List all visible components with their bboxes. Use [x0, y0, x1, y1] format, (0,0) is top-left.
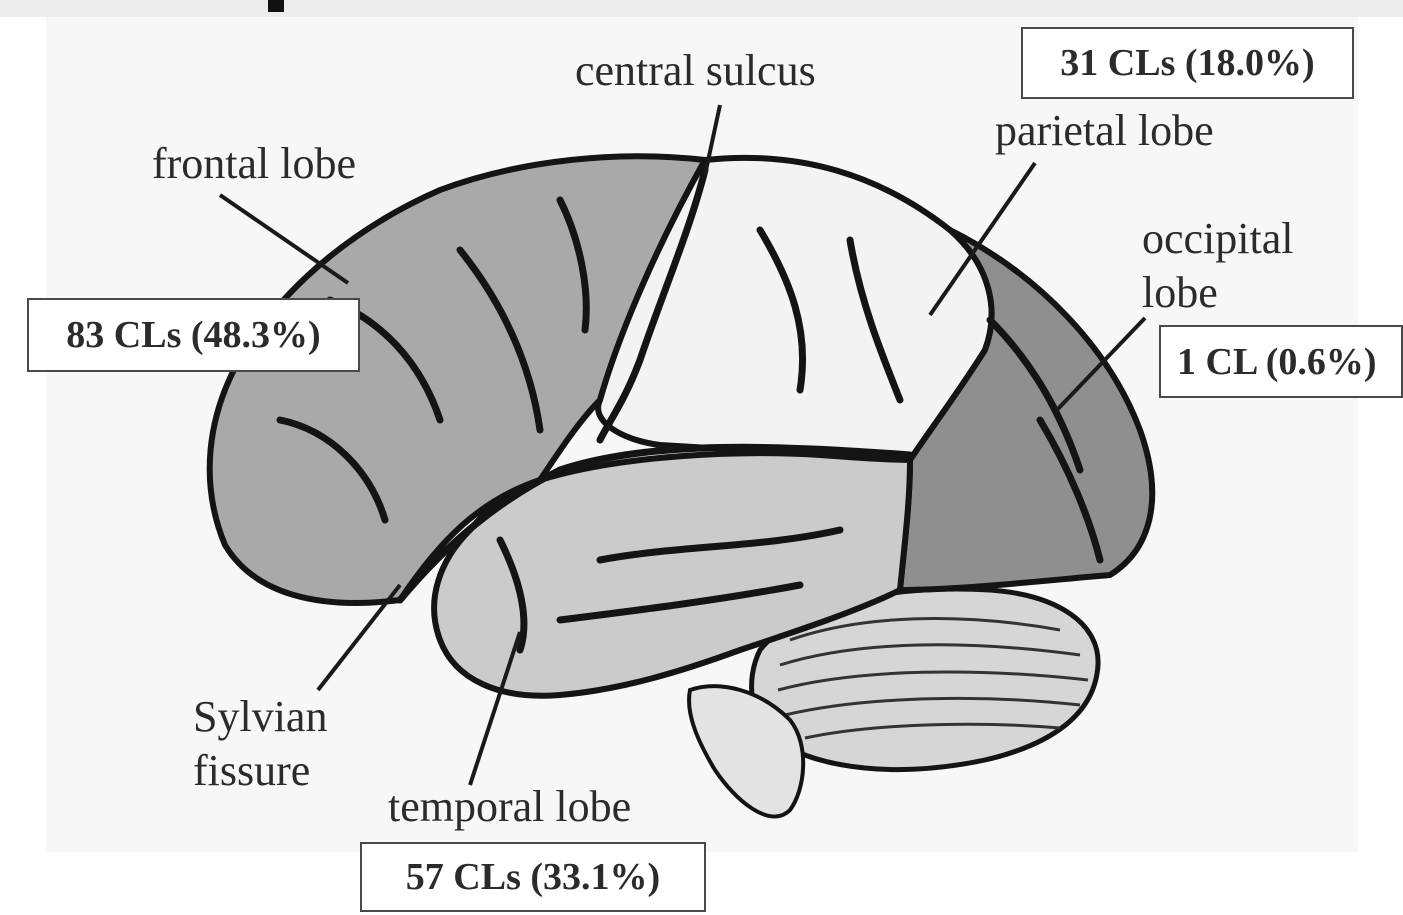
- label-occipital-lobe: occipital lobe: [1142, 212, 1294, 320]
- label-central-sulcus: central sulcus: [575, 44, 816, 98]
- label-sylvian-fissure: Sylvian fissure: [193, 690, 327, 798]
- count-box-occipital: 1 CL (0.6%): [1159, 325, 1403, 398]
- count-box-frontal: 83 CLs (48.3%): [27, 298, 360, 372]
- label-temporal-lobe: temporal lobe: [388, 780, 631, 834]
- count-box-parietal: 31 CLs (18.0%): [1021, 27, 1354, 99]
- count-box-temporal: 57 CLs (33.1%): [360, 842, 706, 912]
- leader-frontal-lobe: [220, 195, 348, 283]
- label-parietal-lobe: parietal lobe: [995, 104, 1214, 158]
- label-frontal-lobe: frontal lobe: [152, 137, 356, 191]
